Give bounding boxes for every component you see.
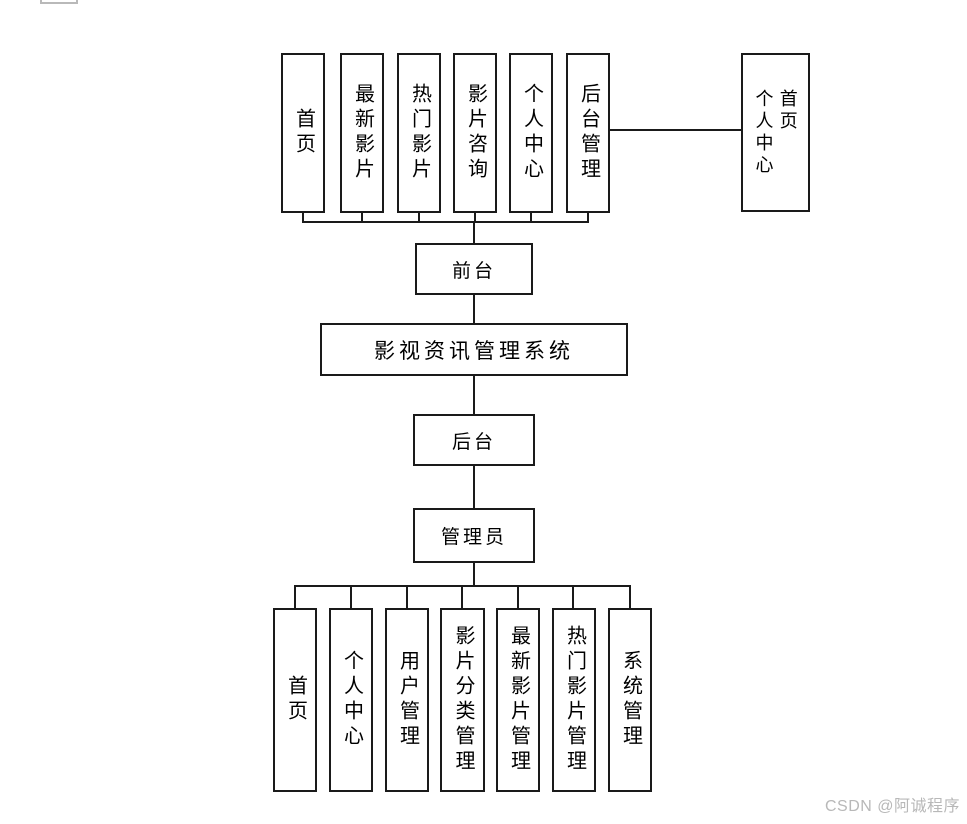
node-front-latest-films: 最新影片 bbox=[340, 53, 384, 213]
connector-stub bbox=[361, 213, 363, 222]
node-front-film-info: 影片咨询 bbox=[453, 53, 497, 213]
node-front-backend-admin: 后台管理 bbox=[566, 53, 610, 213]
connector-stub bbox=[461, 587, 463, 608]
connector-stub bbox=[302, 213, 304, 222]
connector-front-root bbox=[473, 295, 475, 323]
node-side-home-personal-center: 首页 个人中心 bbox=[741, 53, 810, 212]
connector-stub bbox=[406, 587, 408, 608]
node-admin-film-category-management: 影片分类管理 bbox=[440, 608, 485, 792]
node-admin-latest-film-management: 最新影片管理 bbox=[496, 608, 540, 792]
connector-back-admin bbox=[473, 466, 475, 508]
connector-backendadmin-sidebox bbox=[610, 129, 741, 131]
connector-stub bbox=[350, 587, 352, 608]
node-front-personal-center: 个人中心 bbox=[509, 53, 553, 213]
node-admin-system-management: 系统管理 bbox=[608, 608, 652, 792]
node-admin-home: 首页 bbox=[273, 608, 317, 792]
connector-bus-front bbox=[473, 222, 475, 243]
connector-bottom-bus bbox=[294, 585, 631, 587]
connector-top-bus bbox=[302, 221, 589, 223]
node-admin: 管理员 bbox=[413, 508, 535, 563]
node-admin-user-management: 用户管理 bbox=[385, 608, 429, 792]
node-admin-hot-film-management: 热门影片管理 bbox=[552, 608, 596, 792]
connector-stub bbox=[294, 587, 296, 608]
connector-stub bbox=[517, 587, 519, 608]
csdn-watermark: CSDN @阿诚程序 bbox=[824, 798, 960, 815]
connector-stub bbox=[572, 587, 574, 608]
connector-root-back bbox=[473, 376, 475, 414]
connector-stub bbox=[629, 587, 631, 608]
node-back: 后台 bbox=[413, 414, 535, 466]
connector-stub bbox=[418, 213, 420, 222]
connector-stub bbox=[587, 213, 589, 222]
connector-admin-bus bbox=[473, 563, 475, 587]
node-front: 前台 bbox=[415, 243, 533, 295]
connector-stub bbox=[474, 213, 476, 222]
cropped-box-artifact bbox=[40, 0, 78, 4]
node-front-hot-films: 热门影片 bbox=[397, 53, 441, 213]
node-front-home: 首页 bbox=[281, 53, 325, 213]
connector-stub bbox=[530, 213, 532, 222]
node-system-root: 影视资讯管理系统 bbox=[320, 323, 628, 376]
node-admin-personal-center: 个人中心 bbox=[329, 608, 373, 792]
